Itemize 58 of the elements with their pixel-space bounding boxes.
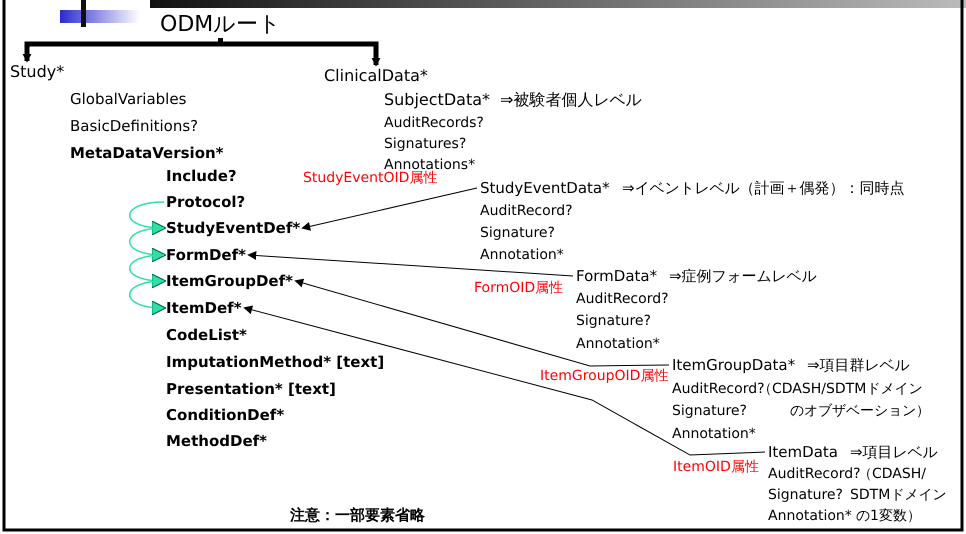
note: SDTMドメイン [850,487,946,504]
element-name: Signature? [480,225,555,242]
reference-arrow [301,188,478,231]
element-name: CodeList* [166,326,247,344]
element-name: GlobalVariables [70,90,186,108]
level-note: ⇒症例フォームレベル [669,267,817,285]
edge-label: StudyEventOID属性 [303,170,438,187]
element-name: ItemGroupDef* [166,272,293,290]
element-name: FormDef* [166,246,246,264]
element-name: AuditRecord? [768,466,861,483]
element-name: MethodDef* [166,432,267,450]
element-name: Signature? [576,313,651,330]
curved-arrow [129,201,166,235]
reference-arrow [243,306,766,456]
element-name: FormData* [576,267,658,285]
level-note: ⇒項目レベル [850,443,938,461]
element-name: ImputationMethod* [text] [166,353,384,371]
reference-arrow [247,250,574,276]
reference-arrow [294,278,670,366]
note: 注意：一部要素省略 [290,506,425,524]
level-note: ⇒項目群レベル [807,356,910,374]
element-name: Presentation* [text] [166,380,336,398]
note: の1変数） [856,508,921,525]
element-name: Annotation* [768,508,852,525]
element-name: Annotation* [480,247,564,264]
curved-arrow [129,280,166,315]
element-name: Study* [10,62,64,82]
element-name: ClinicalData* [324,66,428,86]
element-name: Annotation* [576,336,660,353]
element-name: AuditRecord? [576,291,669,308]
level-note: ⇒被験者個人レベル [500,90,642,110]
element-name: AuditRecord? [480,203,573,220]
element-name: Protocol? [166,193,246,211]
curved-arrow [129,254,166,288]
element-name: ItemData [768,443,838,461]
element-name: ConditionDef* [166,406,284,424]
element-name: ItemGroupData* [672,356,796,374]
element-name: StudyEventData* [480,179,610,197]
element-name: StudyEventDef* [166,219,300,237]
level-note: ⇒イベントレベル（計画＋偶発）：同時点 [622,179,905,197]
element-name: Include? [166,167,237,185]
edge-label: ItemOID属性 [673,459,759,476]
note: のオブザベーション） [790,403,930,420]
root-title: ODMルート [160,12,282,38]
element-name: Signatures? [384,136,466,153]
element-name: ItemDef* [166,299,242,317]
element-name: Signature? [672,403,747,420]
element-name: Annotation* [672,426,756,443]
element-name: MetaDataVersion* [70,144,224,162]
element-name: AuditRecords? [384,115,484,132]
element-name: Signature? [768,487,843,504]
edge-label: FormOID属性 [474,280,564,297]
element-name: BasicDefinitions? [70,117,198,135]
element-name: AuditRecord? [672,381,765,398]
element-name: SubjectData* [384,90,490,110]
note: （CDASH/ [858,466,926,483]
edge-label: ItemGroupOID属性 [540,368,668,385]
curved-arrow [129,227,166,262]
